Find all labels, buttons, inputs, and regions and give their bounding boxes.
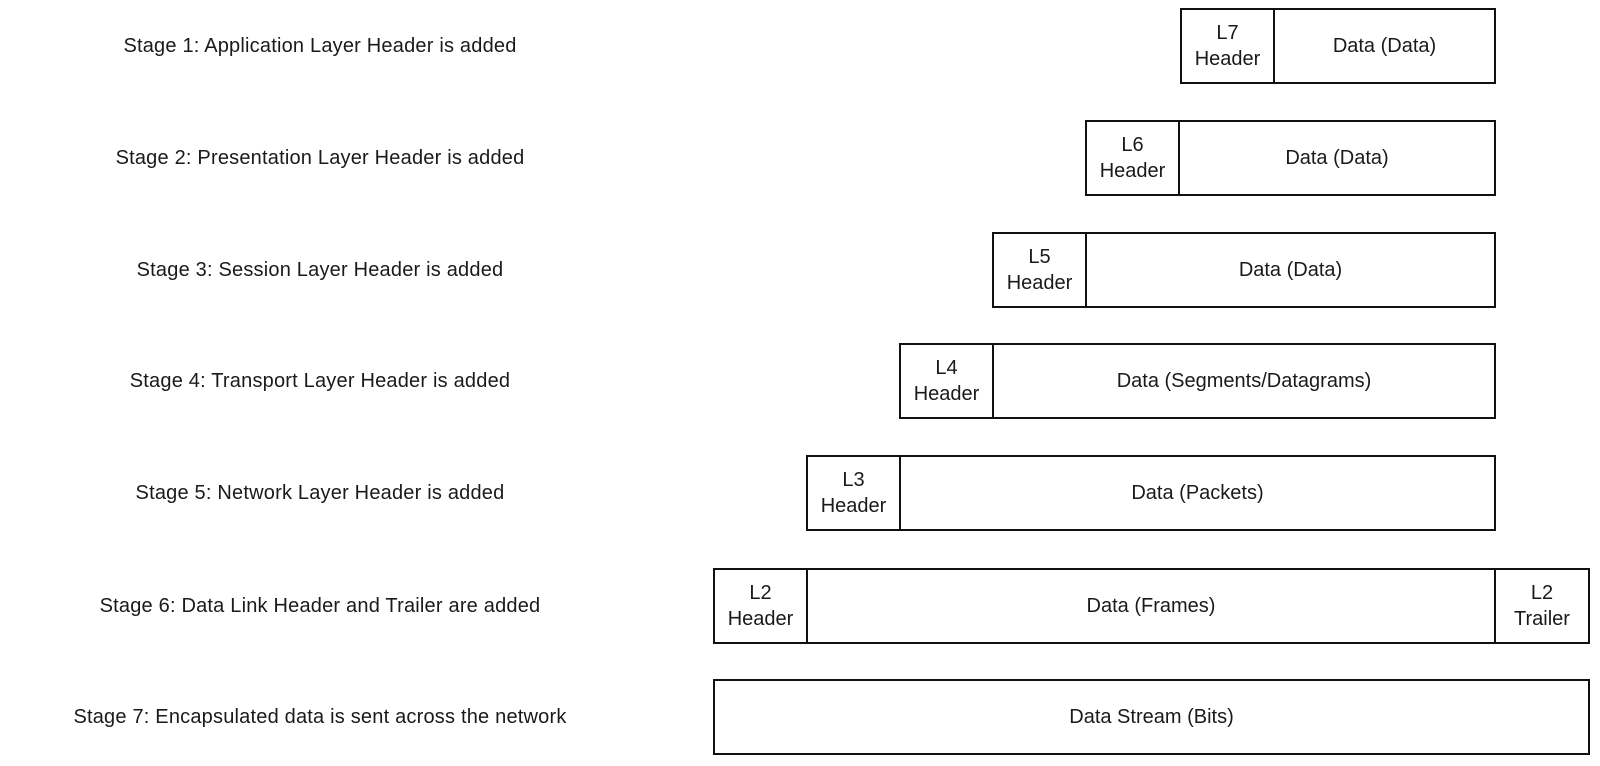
trailer-layer-label: L2 xyxy=(1530,582,1554,604)
packet-box: L6 Header Data (Data) xyxy=(1085,120,1496,196)
data-segment: Data (Data) xyxy=(1180,122,1494,194)
header-word-label: Header xyxy=(1006,272,1073,294)
header-layer-label: L4 xyxy=(935,357,958,379)
packet-box: L3 Header Data (Packets) xyxy=(806,455,1496,531)
stage-label: Stage 2: Presentation Layer Header is ad… xyxy=(115,146,525,169)
data-segment: Data (Frames) xyxy=(808,570,1494,642)
header-word-label: Header xyxy=(820,495,887,517)
header-layer-label: L5 xyxy=(1028,246,1051,268)
header-segment: L7 Header xyxy=(1182,10,1275,82)
data-segment: Data (Segments/Datagrams) xyxy=(994,345,1494,417)
header-segment: L2 Header xyxy=(715,570,808,642)
data-label: Data (Packets) xyxy=(1131,482,1264,504)
stage-label: Stage 4: Transport Layer Header is added xyxy=(129,369,511,392)
header-segment: L5 Header xyxy=(994,234,1087,306)
packet-box: L5 Header Data (Data) xyxy=(992,232,1496,308)
header-layer-label: L6 xyxy=(1121,134,1144,156)
data-segment: Data (Data) xyxy=(1275,10,1494,82)
data-label: Data (Segments/Datagrams) xyxy=(1116,370,1372,392)
data-segment: Data Stream (Bits) xyxy=(715,681,1588,753)
stage-label: Stage 1: Application Layer Header is add… xyxy=(123,34,517,57)
data-label: Data (Data) xyxy=(1238,259,1343,281)
header-segment: L4 Header xyxy=(901,345,994,417)
trailer-segment: L2 Trailer xyxy=(1494,570,1588,642)
stage-label: Stage 5: Network Layer Header is added xyxy=(135,481,505,504)
header-layer-label: L2 xyxy=(749,582,772,604)
header-word-label: Header xyxy=(913,383,980,405)
packet-box: L2 Header Data (Frames) L2 Trailer xyxy=(713,568,1590,644)
header-word-label: Header xyxy=(1194,48,1261,70)
data-segment: Data (Packets) xyxy=(901,457,1494,529)
header-segment: L3 Header xyxy=(808,457,901,529)
packet-box: L7 Header Data (Data) xyxy=(1180,8,1496,84)
stage-label: Stage 6: Data Link Header and Trailer ar… xyxy=(99,594,541,617)
packet-box: Data Stream (Bits) xyxy=(713,679,1590,755)
header-word-label: Header xyxy=(727,608,794,630)
packet-box: L4 Header Data (Segments/Datagrams) xyxy=(899,343,1496,419)
header-word-label: Header xyxy=(1099,160,1166,182)
data-label: Data (Data) xyxy=(1332,35,1437,57)
stage-label: Stage 3: Session Layer Header is added xyxy=(136,258,504,281)
data-segment: Data (Data) xyxy=(1087,234,1494,306)
data-label: Data (Data) xyxy=(1285,147,1389,169)
header-segment: L6 Header xyxy=(1087,122,1180,194)
trailer-word-label: Trailer xyxy=(1514,608,1570,630)
header-layer-label: L3 xyxy=(842,469,865,491)
header-layer-label: L7 xyxy=(1216,22,1239,44)
stage-label: Stage 7: Encapsulated data is sent acros… xyxy=(73,705,567,728)
data-label: Data Stream (Bits) xyxy=(1069,706,1234,728)
data-label: Data (Frames) xyxy=(1086,595,1216,617)
